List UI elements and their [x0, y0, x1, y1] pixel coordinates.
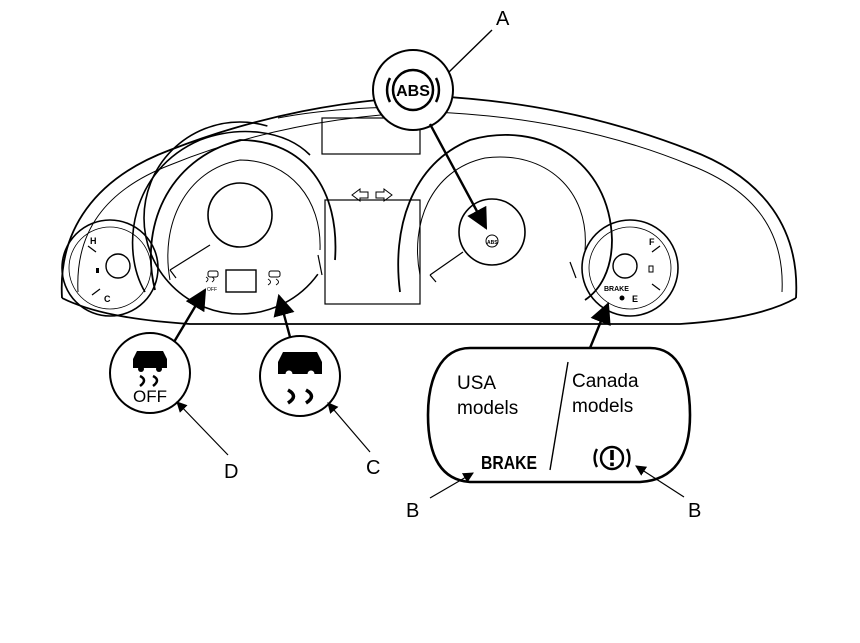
usa-models-line2: models — [457, 398, 518, 419]
callout-b-right-label: B — [688, 500, 701, 522]
fuel-pump-icon — [648, 265, 654, 273]
callout-b-left-label: B — [406, 500, 419, 522]
inset-divider — [549, 361, 569, 471]
car-icon — [278, 352, 322, 374]
abs-arrow — [428, 123, 488, 230]
vsa-off-arrow — [172, 288, 207, 343]
car-icon — [133, 351, 167, 368]
svg-text:ABS: ABS — [487, 240, 498, 246]
brake-warning-icon — [593, 445, 631, 471]
brake-indicator-inset: USA models Canada models BRAKE — [426, 346, 692, 484]
callout-b-left-leader — [429, 472, 474, 499]
vsa-off-label: OFF — [133, 387, 167, 406]
right-turn-arrow-icon — [375, 188, 393, 202]
canada-models-line2: models — [572, 396, 633, 417]
temp-cold-label: C — [104, 294, 111, 304]
callout-d-leader — [176, 401, 229, 456]
fuel-full-label: F — [649, 237, 655, 247]
brake-text-indicator: BRAKE — [481, 453, 537, 473]
abs-icon-label: ABS — [396, 83, 430, 100]
brake-arrow — [588, 302, 611, 349]
temp-hot-label: H — [90, 236, 97, 246]
callout-a-label: A — [496, 8, 510, 30]
tachometer — [131, 121, 337, 315]
callout-a-leader — [448, 29, 493, 73]
vsa-callout — [259, 335, 341, 417]
small-vsa-off-label: OFF — [207, 287, 217, 293]
thermometer-icon — [96, 268, 99, 273]
callout-d-label: D — [224, 461, 238, 483]
callout-c-leader — [327, 402, 371, 453]
callout-c-label: C — [366, 457, 380, 479]
skid-marks-icon — [139, 374, 159, 387]
usa-models-line1: USA — [457, 373, 496, 394]
callout-b-right-leader — [635, 465, 685, 498]
left-turn-arrow-icon — [351, 188, 369, 202]
small-vsa-off-indicator: OFF — [205, 270, 219, 293]
vsa-off-callout: OFF — [109, 332, 191, 414]
canada-models-line1: Canada — [572, 371, 639, 392]
cluster-housing — [60, 95, 798, 325]
vsa-arrow — [273, 293, 295, 338]
skid-marks-icon — [286, 388, 314, 405]
fuel-gauge: F E BRAKE — [581, 219, 679, 317]
brake-small-indicator: BRAKE — [604, 286, 629, 293]
fuel-empty-label: E — [632, 294, 638, 304]
small-vsa-indicator — [267, 270, 281, 286]
speedometer — [397, 134, 613, 301]
abs-warning-callout: ABS — [372, 49, 454, 131]
temperature-gauge: H C — [61, 219, 159, 317]
small-abs-indicator: ABS — [485, 234, 499, 248]
